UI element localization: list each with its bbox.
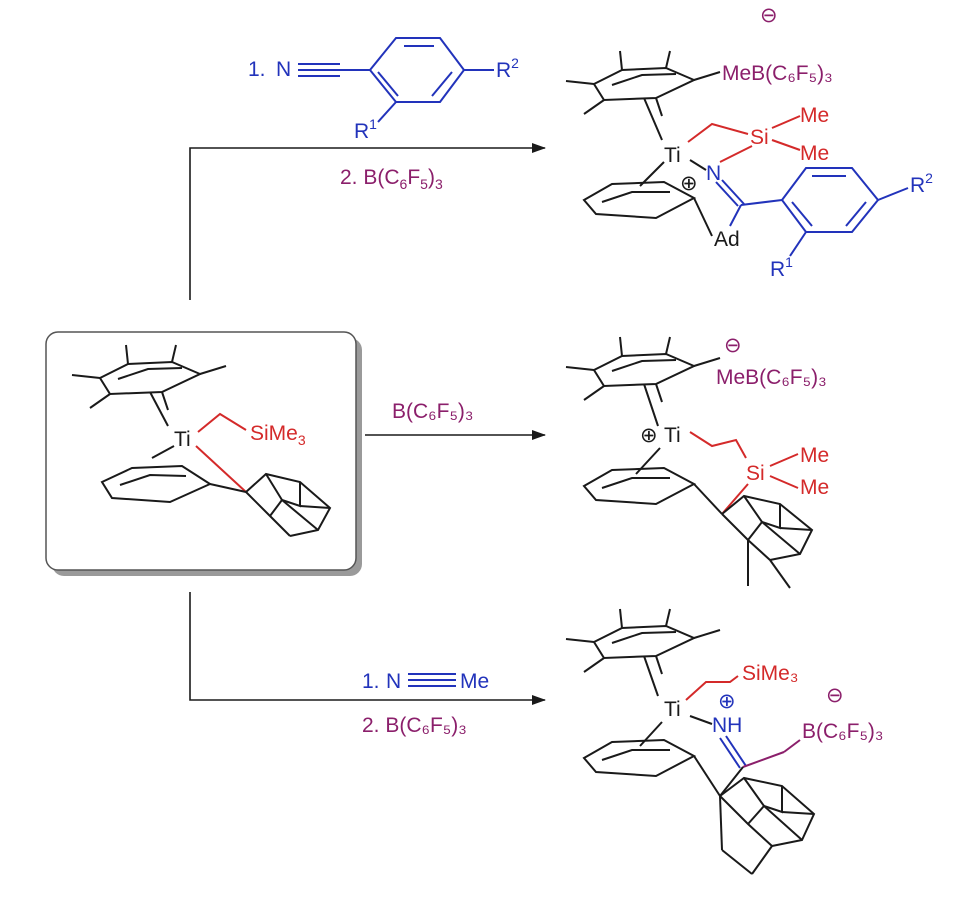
bottom-reagents: 1. N Me 2. B(C₆F₅)₃ <box>362 670 489 737</box>
bottom-n: N <box>386 670 401 693</box>
middle-anion: MeB(C₆F₅)₃ <box>716 366 827 389</box>
bottom-sime3: SiMe₃ <box>742 662 798 685</box>
starting-material: Ti SiMe3 <box>45 331 362 576</box>
top-si: Si <box>750 126 769 149</box>
cp-ligand <box>100 464 247 504</box>
top-product-ti: Ti <box>664 144 681 167</box>
bottom-ti: Ti <box>664 698 681 721</box>
bottom-step2: 2. B(C₆F₅)₃ <box>362 714 467 737</box>
top-n: N <box>706 162 721 185</box>
middle-cation-charge: ⊕ <box>640 424 658 447</box>
bottom-me: Me <box>460 670 489 693</box>
top-anion-charge: ⊖ <box>760 4 778 27</box>
ti-label: Ti <box>174 428 191 451</box>
top-step2-label: 2. B(C6F5)3 <box>340 166 443 192</box>
reaction-arrows <box>189 143 546 705</box>
top-me2: Me <box>800 142 829 165</box>
top-step1-label: 1. <box>248 58 266 81</box>
top-product-r1: R1 <box>770 254 793 281</box>
middle-anion-charge: ⊖ <box>724 334 742 357</box>
bottom-nh: NH <box>712 714 742 737</box>
top-reagents: 1. N R2 R1 2. B(C6F5)3 <box>248 37 519 192</box>
top-r1-label: R1 <box>354 116 377 143</box>
adamantyl-group <box>245 472 332 537</box>
middle-si: Si <box>746 462 765 485</box>
top-anion: MeB(C₆F₅)₃ <box>722 62 833 85</box>
bottom-arrow <box>189 592 546 705</box>
top-arrow <box>189 143 546 300</box>
bottom-borate: B(C₆F₅)₃ <box>802 720 883 743</box>
middle-me2: Me <box>800 476 829 499</box>
top-ad: Ad <box>714 228 740 251</box>
middle-me1: Me <box>800 444 829 467</box>
sime3-label: SiMe3 <box>250 422 306 448</box>
bottom-cation-charge: ⊕ <box>718 690 736 713</box>
top-product-r2: R2 <box>910 170 933 197</box>
nitrile-n-label: N <box>276 58 291 81</box>
middle-reagent: B(C₆F₅)₃ <box>392 400 473 423</box>
bottom-anion-charge: ⊖ <box>826 684 844 707</box>
top-me1: Me <box>800 104 829 127</box>
cp-star-ligand <box>71 344 227 411</box>
top-product: Ti ⊖ MeB(C₆F₅)₃ Si Me Me N ⊕ <box>565 4 933 281</box>
bottom-step1: 1. <box>362 670 380 693</box>
top-r2-label: R2 <box>496 55 519 82</box>
bottom-product: Ti SiMe₃ ⊕ NH ⊖ B(C₆F₅)₃ <box>565 608 883 875</box>
top-cation-charge: ⊕ <box>680 172 698 195</box>
middle-ti: Ti <box>664 424 681 447</box>
middle-product: ⊖ MeB(C₆F₅)₃ ⊕ Ti Si Me Me <box>565 334 829 589</box>
